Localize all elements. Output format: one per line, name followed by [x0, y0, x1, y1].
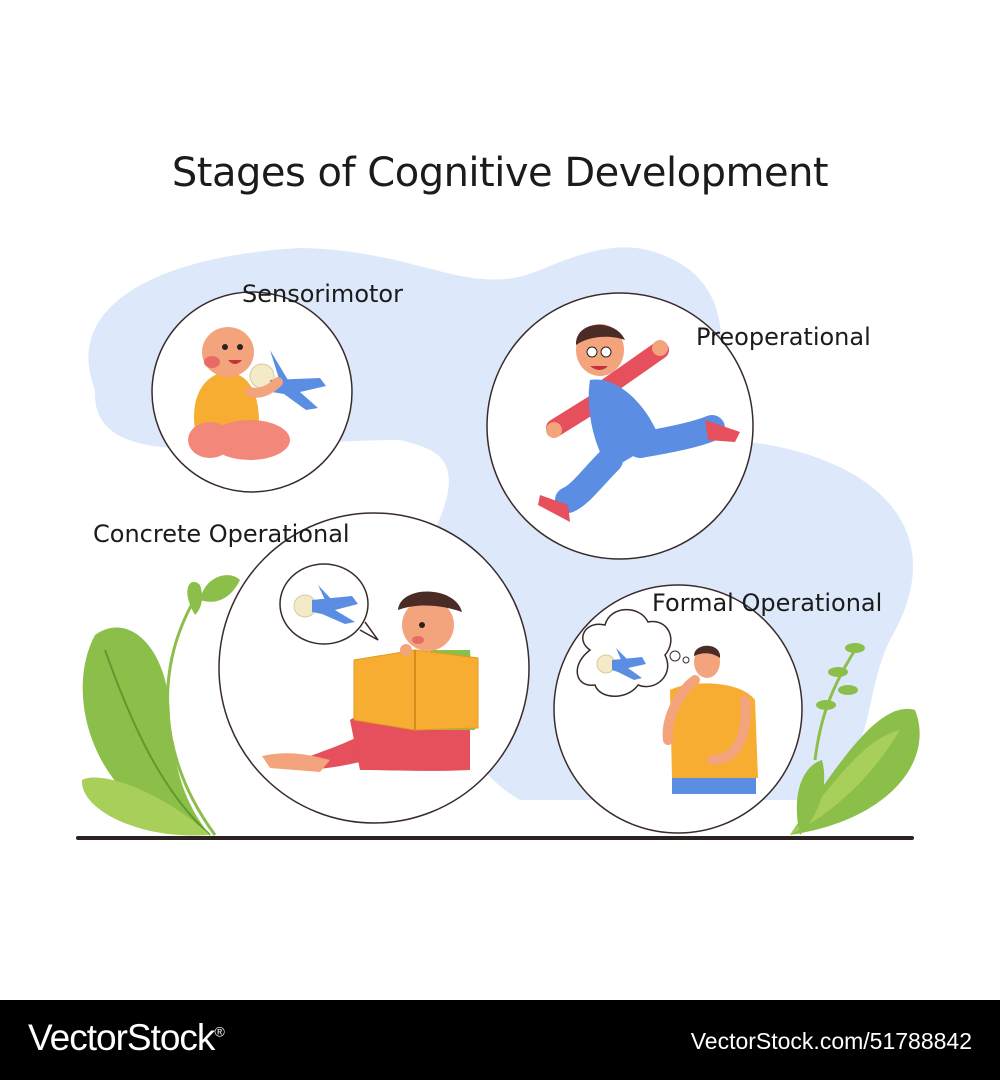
- credit-text: VectorStock.com/51788842: [690, 1028, 972, 1054]
- leaf-icon: [790, 730, 900, 835]
- stage-label-formal-operational: Formal Operational: [652, 589, 883, 617]
- reading-boy-figure: [262, 563, 479, 772]
- leaf-icon: [816, 700, 836, 710]
- brand-logo: VectorStock®: [28, 1017, 225, 1059]
- baby-figure: [188, 327, 326, 460]
- page-title: Stages of Cognitive Development: [171, 150, 829, 196]
- book-icon: [353, 649, 479, 731]
- leaf-icon: [200, 575, 240, 602]
- plant-right: [790, 643, 920, 835]
- leaf-icon: [187, 581, 203, 615]
- stage-label-concrete-operational: Concrete Operational: [93, 520, 350, 548]
- leaf-icon: [845, 643, 865, 653]
- airplane-toy-icon: [312, 585, 358, 624]
- illustration: Stages of Cognitive Development Sensorim…: [76, 150, 920, 840]
- footer-bar: VectorStock® VectorStock.com/51788842: [0, 1000, 1000, 1080]
- stage-label-sensorimotor: Sensorimotor: [242, 280, 403, 308]
- stage-label-preoperational: Preoperational: [696, 323, 871, 351]
- leaf-icon: [81, 777, 210, 836]
- airplane-toy-icon: [270, 350, 326, 410]
- thought-bubble-icon: [576, 608, 672, 697]
- leaf-icon: [828, 667, 848, 677]
- running-boy-figure: [538, 324, 740, 522]
- airplane-toy-icon: [612, 648, 646, 680]
- leaf-icon: [82, 627, 210, 835]
- illustration-canvas: [76, 247, 920, 840]
- plant-left: [81, 575, 240, 836]
- leaf-icon: [796, 760, 825, 835]
- brand-name: VectorStock: [28, 1017, 215, 1058]
- thinking-man-figure: [576, 608, 758, 794]
- brand-mark: ®: [214, 1023, 224, 1040]
- leaf-icon: [838, 685, 858, 695]
